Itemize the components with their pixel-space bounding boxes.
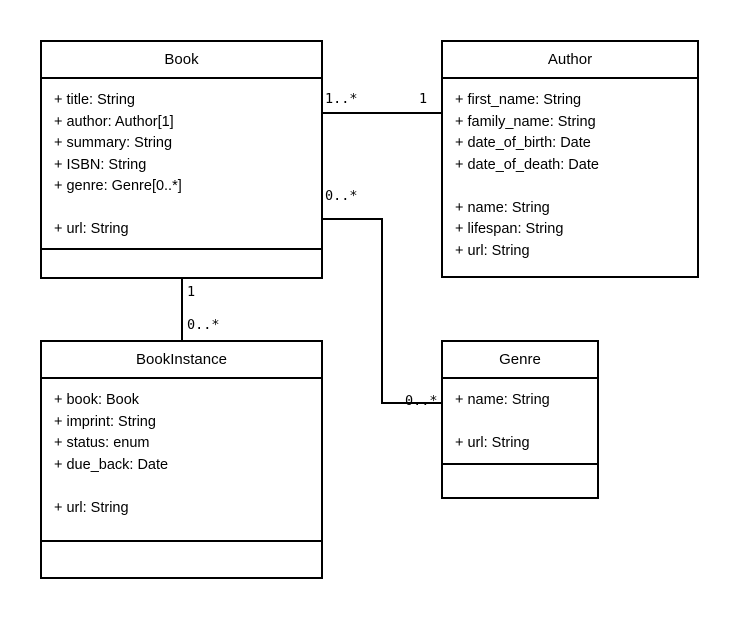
attribute-row: + family_name: String [455,113,596,130]
class-name-author: Author [443,42,697,79]
association-line-book-author [321,112,443,114]
class-operations-genre [443,465,597,498]
attribute-row: + due_back: Date [54,456,169,473]
multiplicity-book-genre-target: 0..* [405,393,438,409]
attribute-row: + status: enum [54,435,150,451]
attribute-row: + name: String [455,199,550,216]
attribute-row: + first_name: String [455,92,582,108]
association-line-book-genre-segment-1 [321,218,383,220]
attribute-row: + ISBN: String [54,156,147,173]
multiplicity-book-author-source: 1..* [325,91,358,107]
attribute-row: + summary: String [54,135,173,151]
attribute-spacer [455,176,685,198]
attribute-row: + imprint: String [54,413,156,430]
class-operations-bookinstance [42,542,321,577]
class-name-bookinstance: BookInstance [42,342,321,379]
attribute-row: + date_of_death: Date [455,156,599,173]
class-name-book: Book [42,42,321,79]
association-line-book-genre-segment-2 [381,218,383,404]
attribute-row: + date_of_birth: Date [455,135,591,151]
attribute-row: + url: String [455,435,530,451]
attribute-row: + book: Book [54,392,140,408]
uml-class-genre[interactable]: Genre + name: String + url: String [441,340,599,499]
class-attributes-book: + title: String + author: Author[1] + su… [42,79,321,250]
class-operations-book [42,250,321,277]
attribute-spacer [54,476,309,498]
attribute-row: + url: String [455,242,530,259]
attribute-row: + url: String [54,221,129,237]
uml-class-bookinstance[interactable]: BookInstance + book: Book + imprint: Str… [40,340,323,579]
attribute-spacer [455,412,585,434]
uml-class-book[interactable]: Book + title: String + author: Author[1]… [40,40,323,279]
attribute-row: + lifespan: String [455,221,564,237]
multiplicity-book-bookinstance-source: 1 [187,284,196,300]
class-attributes-author: + first_name: String + family_name: Stri… [443,79,697,276]
multiplicity-book-author-target: 1 [419,91,428,107]
attribute-row: + title: String [54,92,135,108]
attribute-spacer [54,198,309,220]
uml-class-author[interactable]: Author + first_name: String + family_nam… [441,40,699,278]
multiplicity-book-genre-source: 0..* [325,188,358,204]
class-name-genre: Genre [443,342,597,379]
attribute-row: + url: String [54,499,129,516]
class-attributes-genre: + name: String + url: String [443,379,597,465]
association-line-book-genre-segment-3 [381,402,443,404]
attribute-row: + name: String [455,392,550,408]
association-line-book-bookinstance [181,277,183,342]
class-attributes-bookinstance: + book: Book + imprint: String + status:… [42,379,321,542]
attribute-row: + genre: Genre[0..*] [54,178,182,194]
attribute-row: + author: Author[1] [54,113,174,130]
multiplicity-book-bookinstance-target: 0..* [187,317,220,333]
